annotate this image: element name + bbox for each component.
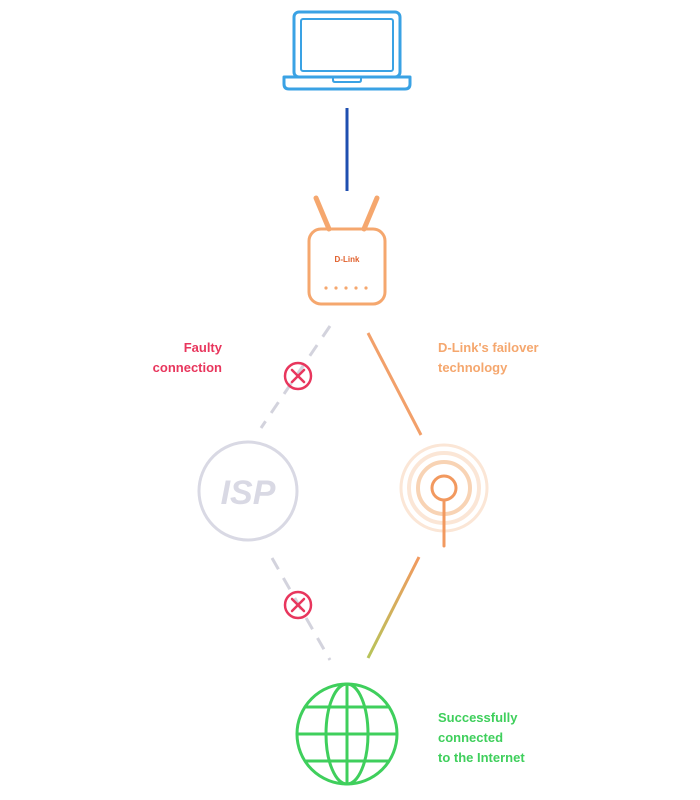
router-brand-label: D-Link [335,255,360,264]
faulty-label-line-2: connection [152,360,222,375]
faulty-link-router-isp [259,325,332,429]
success-label: Successfully connected to the Internet [438,708,598,768]
success-label-line-2: connected [438,730,504,745]
failover-link-lte-globe [366,556,421,659]
x-circle-icon [283,361,313,391]
laptop-icon [282,10,412,91]
failover-link-router-lte [366,332,423,436]
success-label-line-3: to the Internet [438,750,525,765]
failover-label-line-2: technology [438,360,508,375]
success-label-line-1: Successfully [438,710,518,725]
router-icon [307,195,387,306]
failover-label-line-1: D-Link's failover [438,340,539,355]
x-circle-icon [283,590,313,620]
isp-circle-icon [197,440,299,542]
lte-antenna-icon [399,443,489,548]
faulty-label-line-1: Faulty [183,340,222,355]
faulty-connection-label: Faulty connection [112,338,222,378]
failover-technology-label: D-Link's failover technology [438,338,598,378]
globe-icon [295,682,399,786]
isp-label: ISP [221,474,276,512]
